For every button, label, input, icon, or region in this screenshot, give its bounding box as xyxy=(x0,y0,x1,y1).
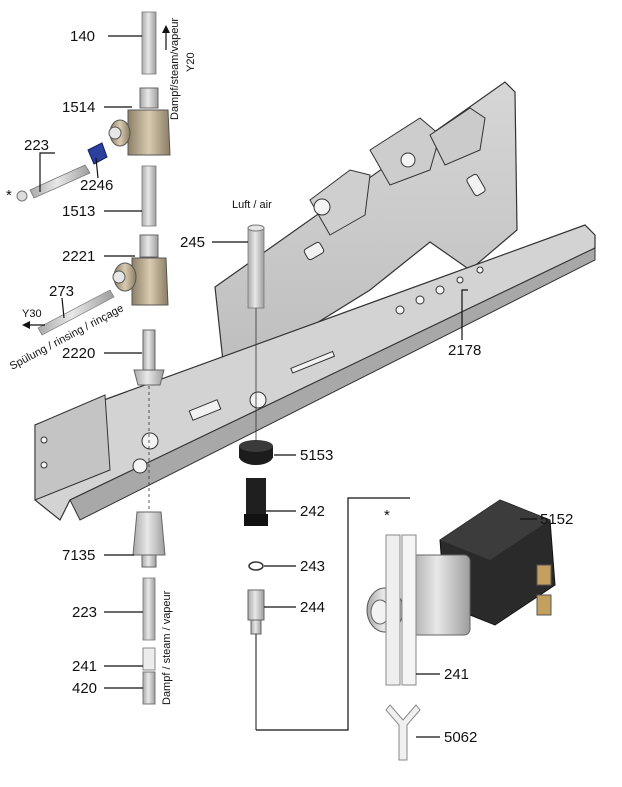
label-140: 140 xyxy=(70,28,95,45)
label-2221: 2221 xyxy=(62,248,95,265)
y30-note: Y30 xyxy=(22,308,42,320)
label-242: 242 xyxy=(300,503,325,520)
part-number-labels: 140 1514 223 2246 1513 2221 273 2220 245… xyxy=(24,28,573,746)
asterisk-left: * xyxy=(6,187,12,204)
steam-top-note: Dampf/steam/vapeur xyxy=(169,18,181,120)
label-1513: 1513 xyxy=(62,203,95,220)
solenoid-valve xyxy=(256,497,556,761)
mounting-bracket xyxy=(34,81,596,521)
label-2246: 2246 xyxy=(80,177,113,194)
label-223-bottom: 223 xyxy=(72,604,97,621)
label-223-top: 223 xyxy=(24,137,49,154)
label-420: 420 xyxy=(72,680,97,697)
steam-bottom-note: Dampf / steam / vapeur xyxy=(161,590,173,705)
label-1514: 1514 xyxy=(62,99,95,116)
asterisk-right: * xyxy=(384,507,390,524)
label-5152: 5152 xyxy=(540,511,573,528)
leader-lines xyxy=(22,25,537,738)
label-243: 243 xyxy=(300,558,325,575)
label-273: 273 xyxy=(49,283,74,300)
label-2220: 2220 xyxy=(62,345,95,362)
label-7135: 7135 xyxy=(62,547,95,564)
y20-note: Y20 xyxy=(185,52,197,72)
air-note: Luft / air xyxy=(232,199,272,211)
label-244: 244 xyxy=(300,599,325,616)
label-241-left: 241 xyxy=(72,658,97,675)
label-5153: 5153 xyxy=(300,447,333,464)
label-245: 245 xyxy=(180,234,205,251)
label-2178: 2178 xyxy=(448,342,481,359)
air-valve-stack xyxy=(239,224,273,730)
label-5062: 5062 xyxy=(444,729,477,746)
label-241-right: 241 xyxy=(444,666,469,683)
